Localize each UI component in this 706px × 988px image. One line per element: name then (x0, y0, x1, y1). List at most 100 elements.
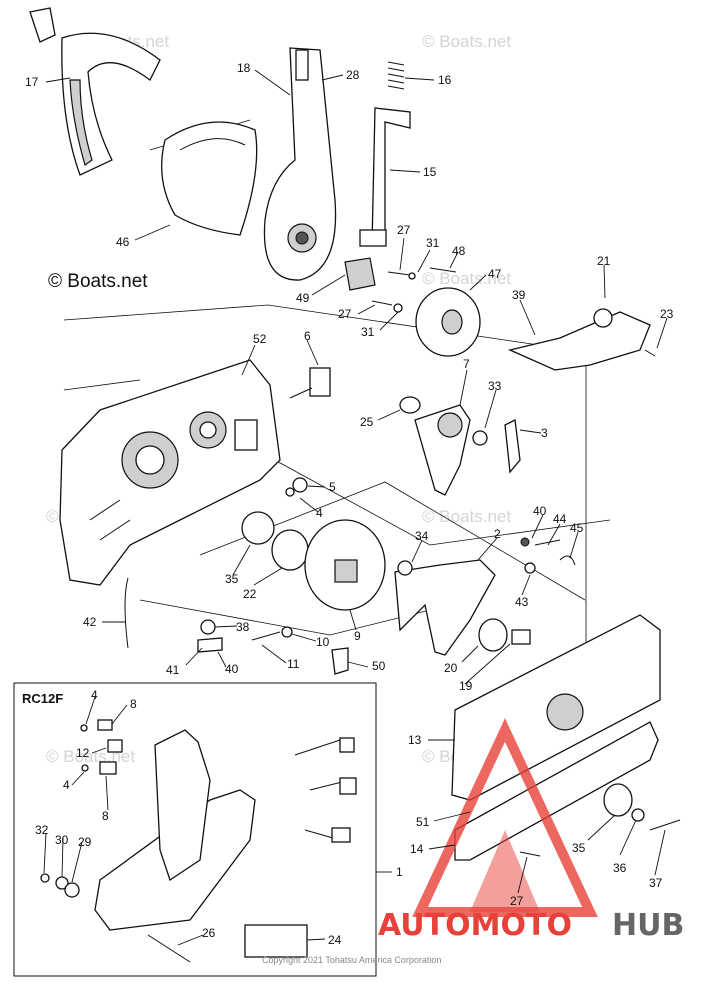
leader-lines (43, 69, 668, 946)
callout-22: 22 (243, 587, 257, 601)
automotohub-logo: AUTOMOTO HUB (378, 718, 684, 943)
callout-31: 31 (361, 325, 375, 339)
callout-8: 8 (102, 809, 109, 823)
lever-arm (263, 47, 337, 281)
watermark-text: © Boats.net (422, 507, 511, 526)
small-parts-right (520, 537, 576, 574)
callout-28: 28 (346, 68, 360, 82)
block-49 (344, 257, 376, 291)
callout-29: 29 (78, 835, 92, 849)
callout-26: 26 (202, 926, 216, 940)
logo-text-hub: HUB (612, 908, 684, 943)
callout-6: 6 (304, 329, 311, 343)
handle-grip (29, 7, 161, 176)
gear-plate-9 (304, 519, 386, 611)
callout-45: 45 (570, 521, 584, 535)
screw-27c (519, 851, 541, 857)
callout-46: 46 (116, 235, 130, 249)
callout-39: 39 (512, 288, 526, 302)
callout-7: 7 (463, 357, 470, 371)
brand-label: © Boats.net (48, 271, 148, 292)
ring-35b (603, 783, 633, 817)
washer-22 (271, 529, 309, 571)
cam-20 (478, 618, 508, 652)
callout-27: 27 (397, 223, 411, 237)
callout-16: 16 (438, 73, 452, 87)
washer-25 (399, 396, 421, 414)
callout-35: 35 (225, 572, 239, 586)
callout-30: 30 (55, 833, 69, 847)
callout-36: 36 (613, 861, 627, 875)
screws-upper (371, 267, 457, 313)
callout-27: 27 (338, 307, 352, 321)
callout-3: 3 (541, 426, 548, 440)
callout-38: 38 (236, 620, 250, 634)
screw-11 (251, 631, 281, 641)
copyright-text: Copyright 2021 Tohatsu America Corporati… (262, 955, 441, 965)
callout-52: 52 (253, 332, 267, 346)
bolt-37 (649, 819, 681, 831)
watermark-text: © Boats.net (422, 269, 511, 288)
strip-42 (124, 577, 129, 649)
callout-1: 1 (396, 865, 403, 879)
knob-6 (289, 367, 331, 399)
watermarks: © Boats.net © Boats.net © Boats.net © Bo… (46, 32, 511, 766)
clip-4 (285, 487, 295, 497)
callout-40: 40 (533, 504, 547, 518)
callout-27: 27 (510, 894, 524, 908)
callout-18: 18 (237, 61, 251, 75)
callout-44: 44 (553, 512, 567, 526)
callout-13: 13 (408, 733, 422, 747)
callout-labels: 17 18 28 16 15 46 27 31 48 47 49 27 31 2… (25, 61, 674, 947)
watermark-text: © Boats.net (422, 32, 511, 51)
callout-8: 8 (130, 697, 137, 711)
callout-17: 17 (25, 75, 39, 89)
callout-50: 50 (372, 659, 386, 673)
callout-20: 20 (444, 661, 458, 675)
linkage-2 (394, 559, 496, 656)
callout-25: 25 (360, 415, 374, 429)
callout-43: 43 (515, 595, 529, 609)
callout-12: 12 (76, 746, 90, 760)
inset-rc12f: RC12F (13, 682, 377, 977)
spring-and-rod (359, 61, 411, 247)
ring-35 (241, 511, 275, 545)
callout-31: 31 (426, 236, 440, 250)
bracket-39 (507, 308, 656, 371)
cam-47 (415, 287, 481, 357)
mounting-plate-14 (454, 721, 659, 861)
clip-19 (511, 629, 531, 645)
callout-34: 34 (415, 529, 429, 543)
callout-35: 35 (572, 841, 586, 855)
callout-24: 24 (328, 933, 342, 947)
nut-10 (281, 626, 293, 638)
callout-19: 19 (459, 679, 473, 693)
callout-21: 21 (597, 254, 611, 268)
clamp-50 (331, 647, 349, 675)
housing (59, 359, 281, 586)
washer-36 (631, 808, 645, 822)
plate-41 (197, 637, 223, 653)
callout-15: 15 (423, 165, 437, 179)
mounting-plate-13 (451, 614, 661, 801)
callout-14: 14 (410, 842, 424, 856)
callout-33: 33 (488, 379, 502, 393)
callout-49: 49 (296, 291, 310, 305)
inset-title: RC12F (22, 691, 63, 706)
callout-47: 47 (488, 267, 502, 281)
washer-33 (472, 430, 488, 446)
callout-37: 37 (649, 876, 663, 890)
callout-40: 40 (225, 662, 239, 676)
callout-23: 23 (660, 307, 674, 321)
callout-42: 42 (83, 615, 97, 629)
callout-4: 4 (91, 688, 98, 702)
callout-11: 11 (287, 657, 300, 671)
callout-10: 10 (316, 635, 330, 649)
cover (161, 121, 258, 236)
arm-7 (414, 404, 471, 496)
pin-3 (504, 419, 521, 474)
callout-2: 2 (494, 527, 501, 541)
callout-32: 32 (35, 823, 49, 837)
callout-4: 4 (63, 778, 70, 792)
